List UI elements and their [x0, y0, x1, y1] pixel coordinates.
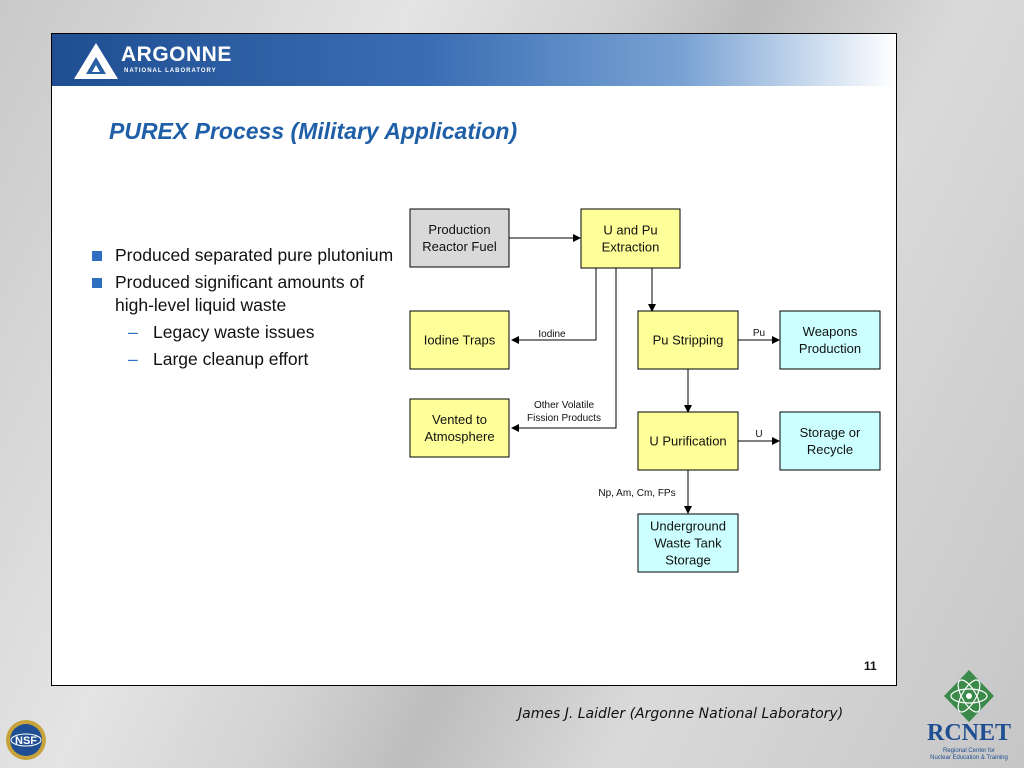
node-purification: U Purification: [637, 411, 739, 471]
node-label: Waste Tank: [654, 536, 722, 551]
bullet-list: Produced separated pure plutonium Produc…: [92, 244, 402, 375]
rcnet-logo: RCNET Regional Center for Nuclear Educat…: [922, 668, 1016, 764]
node-vented: Vented to Atmosphere: [409, 398, 510, 458]
node-box: [779, 310, 881, 370]
diagram-edges: [509, 234, 780, 514]
node-label: Underground: [650, 519, 726, 534]
node-label: Extraction: [602, 240, 660, 255]
edge-extraction-to-vented: [511, 268, 617, 432]
node-box: [637, 513, 739, 573]
nsf-logo: NSF: [4, 718, 48, 762]
bullet-item: Produced separated pure plutonium: [92, 244, 402, 267]
logo-name: ARGONNE: [121, 43, 232, 66]
node-label: U and Pu: [603, 223, 657, 238]
node-box: [779, 411, 881, 471]
edge-label-volatile: Other Volatile: [534, 400, 594, 411]
node-extraction: U and Pu Extraction: [580, 208, 681, 269]
bullet-text: Produced significant amounts of high-lev…: [115, 272, 365, 315]
sub-bullet-item: – Legacy waste issues: [92, 321, 402, 344]
slide-title: PUREX Process (Military Application): [109, 118, 518, 144]
node-box: [409, 398, 510, 458]
sub-bullet-text: Legacy waste issues: [153, 322, 315, 342]
node-label: Production: [428, 222, 490, 237]
node-label: Atmosphere: [424, 429, 494, 444]
dash-icon: –: [128, 322, 138, 342]
node-label: Reactor Fuel: [422, 239, 497, 254]
slide: ARGONNE NATIONAL LABORATORY PUREX Proces…: [51, 33, 897, 686]
node-label: Recycle: [807, 442, 853, 457]
edge-label-pu: Pu: [753, 328, 765, 339]
sub-bullet-text: Large cleanup effort: [153, 349, 309, 369]
node-box: [580, 208, 681, 269]
edge-label-u: U: [755, 429, 762, 440]
node-label: Storage or: [800, 425, 861, 440]
edge-label-volatile: Fission Products: [527, 413, 601, 424]
node-label: Production: [799, 341, 861, 356]
node-box: [409, 208, 510, 268]
bullet-item: Produced significant amounts of high-lev…: [92, 271, 402, 317]
node-box: [637, 310, 739, 370]
credit-caption: James J. Laidler (Argonne National Labor…: [518, 706, 844, 722]
sub-bullet-item: – Large cleanup effort: [92, 348, 402, 371]
nsf-logo-text: NSF: [15, 735, 37, 747]
node-iodine: Iodine Traps: [409, 310, 510, 370]
page-number: 11: [864, 659, 877, 673]
node-label: Weapons: [803, 324, 858, 339]
edge-label-iodine: Iodine: [538, 329, 566, 340]
rcnet-name: RCNET: [926, 720, 1011, 746]
node-box: [637, 411, 739, 471]
node-label: Vented to: [432, 412, 487, 427]
nsf-seal-icon: NSF: [6, 720, 46, 760]
node-box: [409, 310, 510, 370]
rcnet-subtitle-line: Regional Center for: [942, 748, 996, 754]
node-storage: Storage or Recycle: [779, 411, 881, 471]
node-stripping: Pu Stripping: [637, 310, 739, 370]
rcnet-subtitle-line: Nuclear Education & Training: [930, 755, 1008, 761]
argonne-logo: ARGONNE NATIONAL LABORATORY: [72, 41, 247, 81]
edge-label-waste: Np, Am, Cm, FPs: [598, 488, 675, 499]
bullet-square-icon: [92, 278, 102, 288]
node-label: Pu Stripping: [653, 333, 724, 348]
edge-extraction-to-iodine: [511, 268, 597, 344]
node-label: U Purification: [649, 434, 726, 449]
bullet-square-icon: [92, 251, 102, 261]
node-label: Iodine Traps: [424, 333, 496, 348]
node-label: Storage: [665, 553, 711, 568]
logo-subtitle: NATIONAL LABORATORY: [124, 68, 217, 74]
rcnet-atom-icon: [944, 670, 994, 722]
bullet-text: Produced separated pure plutonium: [115, 245, 394, 265]
argonne-triangle-icon: [74, 43, 118, 79]
rcnet-subtitle: Regional Center for Nuclear Education & …: [922, 748, 1016, 762]
header-banner: ARGONNE NATIONAL LABORATORY: [52, 34, 896, 86]
dash-icon: –: [128, 349, 138, 369]
